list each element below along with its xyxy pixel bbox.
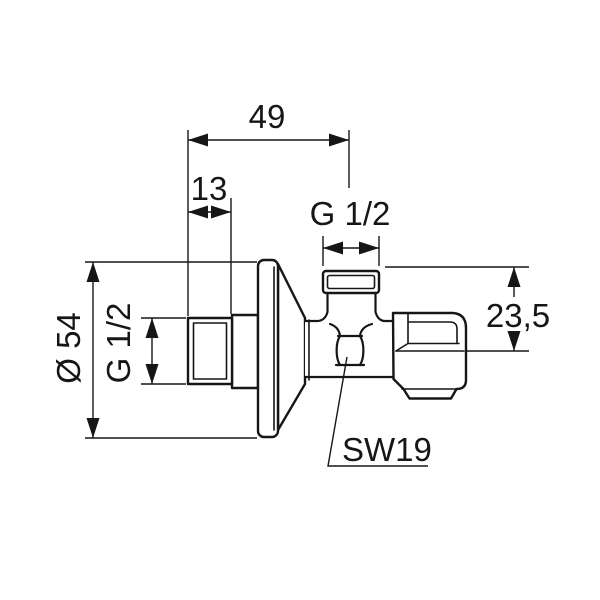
dim-inlet-thread-length: 13 bbox=[188, 170, 232, 314]
dim-outlet-thread-size-label: G 1/2 bbox=[310, 195, 391, 232]
stem-fillet-right bbox=[358, 322, 374, 338]
dim-inlet-thread: G 1/2 bbox=[100, 303, 186, 385]
dim-width-total: 49 bbox=[187, 98, 350, 316]
dim-outlet-thread: G 1/2 bbox=[310, 195, 391, 266]
dim-inlet-thread-size-label: G 1/2 bbox=[100, 303, 137, 384]
valve-body-tube bbox=[303, 291, 395, 381]
compression-nut bbox=[391, 311, 468, 400]
valve-stem-square bbox=[334, 334, 366, 367]
inlet-connector bbox=[230, 313, 260, 390]
dim-flange-diameter-label: Ø 54 bbox=[50, 312, 87, 384]
dim-outlet-height-label: 23,5 bbox=[486, 297, 550, 334]
wall-flange-disc bbox=[256, 258, 280, 439]
stem-fillet-left bbox=[328, 322, 342, 338]
dim-flange-diameter: Ø 54 bbox=[50, 261, 257, 439]
dim-inlet-thread-length-label: 13 bbox=[191, 170, 228, 207]
dim-width-total-label: 49 bbox=[249, 98, 286, 135]
wrench-size-label: SW19 bbox=[342, 431, 432, 468]
outlet-thread bbox=[321, 269, 381, 295]
callout-wrench-size: SW19 bbox=[327, 356, 432, 468]
dim-outlet-height: 23,5 bbox=[385, 266, 550, 352]
flange-cone bbox=[276, 262, 307, 432]
inlet-thread bbox=[186, 316, 234, 386]
valve-body bbox=[186, 258, 468, 439]
